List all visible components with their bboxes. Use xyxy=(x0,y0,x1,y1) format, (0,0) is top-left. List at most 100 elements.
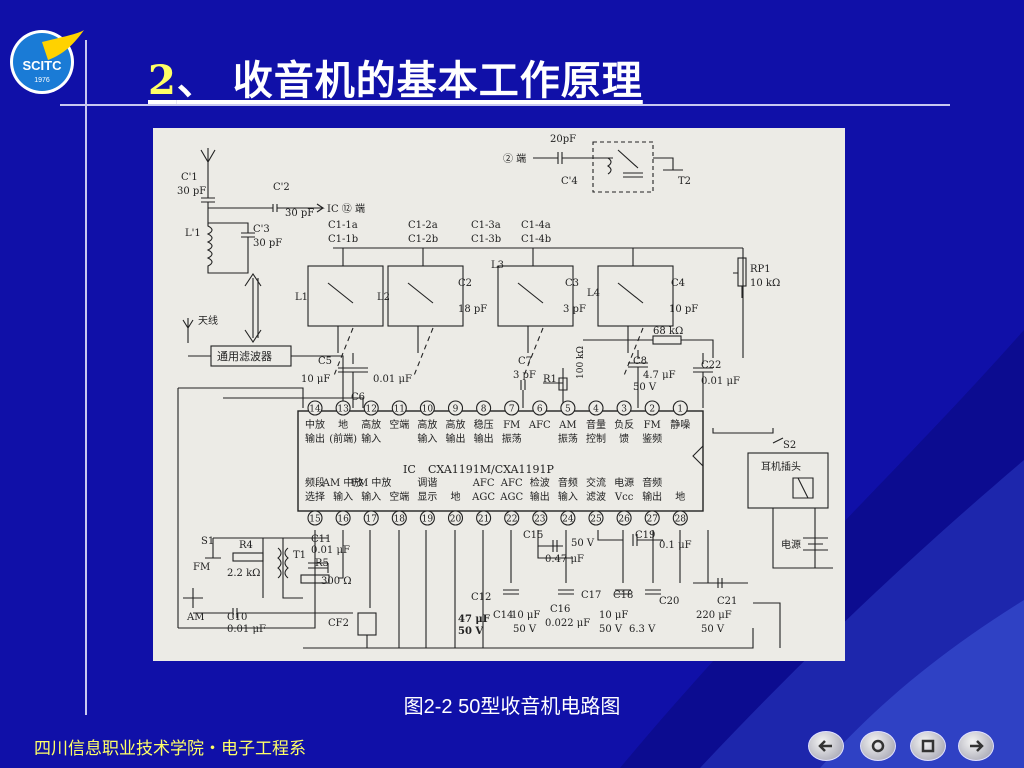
back-button[interactable] xyxy=(808,731,844,761)
bottom-pin-circle xyxy=(335,510,351,526)
title-number: 2 xyxy=(148,57,177,104)
bottom-pin-number: 23 xyxy=(534,515,546,525)
label-l4: L4 xyxy=(587,288,600,299)
label-c1bb: C1-1b xyxy=(328,234,358,245)
pin-function-label: 调谐 xyxy=(417,477,437,489)
label-c21: C21 xyxy=(717,596,737,607)
label-c16: C16 xyxy=(550,604,570,615)
label-c19: C19 xyxy=(635,530,655,541)
top-pin-number: 1 xyxy=(677,405,683,415)
bottom-pin-circle xyxy=(588,510,604,526)
label-c2bb: C1-2b xyxy=(408,234,438,245)
ic-model: CXA1191M/CXA1191P xyxy=(428,463,555,476)
vertical-rule xyxy=(85,40,87,715)
label-c3: C3 xyxy=(565,278,579,289)
label-c2v: 18 pF xyxy=(458,304,487,315)
label-c11: C11 xyxy=(311,534,331,545)
pin-function-label: AGC xyxy=(499,492,523,503)
label-c11v: 0.01 μF xyxy=(311,545,350,556)
pin-function-label: 输出 xyxy=(446,432,466,445)
pin-function-label: FM 中放 xyxy=(351,476,391,489)
label-r1v: 100 kΩ xyxy=(576,346,586,379)
pin-function-label: 地 xyxy=(675,490,685,503)
label-c12v: 47 μF xyxy=(458,614,490,625)
logo-text: SCITC xyxy=(23,58,63,73)
top-pin-circle xyxy=(644,400,660,416)
top-pin-number: 6 xyxy=(537,405,543,415)
label-c7: C7 xyxy=(518,356,532,367)
label-l2: L2 xyxy=(377,292,390,303)
pin-function-label: 频段 xyxy=(305,476,325,489)
pin-function-label: 选择 xyxy=(305,490,325,503)
label-c8vv: 50 V xyxy=(633,382,657,393)
label-c6: C6 xyxy=(351,392,365,403)
top-pin-circle xyxy=(504,400,520,416)
bottom-pin-circle xyxy=(672,510,688,526)
figure-caption: 图2-2 50型收音机电路图 xyxy=(403,696,621,718)
label-c21v: 220 μF xyxy=(696,610,732,621)
top-pin-circle xyxy=(588,400,604,416)
label-c4bb: C1-4b xyxy=(521,234,551,245)
label-c12vv: 50 V xyxy=(458,626,483,637)
top-pin-circle xyxy=(363,400,379,416)
pin-function-label: 鉴频 xyxy=(642,432,662,445)
pin-function-label: 空端 xyxy=(389,418,409,431)
label-c3p-val: 30 pF xyxy=(253,238,282,249)
label-c10: C10 xyxy=(227,612,247,623)
pin-function-label: 输入 xyxy=(558,490,578,503)
label-rp1v: 10 kΩ xyxy=(750,278,780,289)
top-pin-circle xyxy=(391,400,407,416)
label-t1: T1 xyxy=(293,550,306,561)
pin-function-label: 馈 xyxy=(619,432,629,445)
pin-function-label: 负反 xyxy=(614,418,634,431)
label-r4v: 2.2 kΩ xyxy=(227,568,260,579)
label-pin2: ② 端 xyxy=(503,152,526,165)
label-am: AM xyxy=(186,612,204,623)
bottom-pin-circle xyxy=(616,510,632,526)
pin-function-label: 振荡 xyxy=(558,432,578,445)
label-antenna: 天线 xyxy=(198,314,218,327)
bottom-pin-number: 22 xyxy=(506,515,517,525)
label-c2p-val: 30 pF xyxy=(285,208,314,219)
stop-icon xyxy=(921,739,935,753)
label-c16v: 0.022 μF xyxy=(545,618,590,629)
forward-icon xyxy=(970,740,984,752)
title-text: 、 收音机的基本工作原理 xyxy=(176,57,643,104)
pin-function-label: AM xyxy=(558,420,576,431)
top-pin-number: 10 xyxy=(422,405,434,415)
pin-function-label: 输出 xyxy=(530,490,550,503)
pin-function-label: 电源 xyxy=(614,476,634,489)
label-c18: C18 xyxy=(613,590,633,601)
label-l1: L1 xyxy=(295,292,308,303)
logo-year: 1976 xyxy=(34,77,50,84)
pin-function-label: AM 中放 xyxy=(322,476,364,489)
forward-button[interactable] xyxy=(958,731,994,761)
pin-function-label: 显示 xyxy=(417,491,437,503)
label-c4: C4 xyxy=(671,278,685,289)
label-c6v: 0.01 μF xyxy=(373,374,412,385)
pin-function-label: 地 xyxy=(451,490,461,503)
label-c14: C14 xyxy=(493,610,513,621)
label-c15: C15 xyxy=(523,530,543,541)
label-c3p: C'3 xyxy=(253,224,270,235)
label-c15vv: 0.47 μF xyxy=(545,554,584,565)
label-r5v: 300 Ω xyxy=(321,576,352,587)
label-c3bb: C1-3b xyxy=(471,234,501,245)
label-l3: L3 xyxy=(491,260,504,271)
pin-function-label: 音量 xyxy=(586,418,606,431)
home-button[interactable] xyxy=(860,731,896,761)
label-c7v: 3 pF xyxy=(513,370,536,381)
slide-title: 2、 收音机的基本工作原理 xyxy=(148,48,643,106)
pin-function-label: 中放 xyxy=(305,418,325,431)
label-r68k: 68 kΩ xyxy=(653,326,683,337)
label-c3ab: C1-3a xyxy=(471,220,501,231)
label-c12: C12 xyxy=(471,592,491,603)
label-c1p: C'1 xyxy=(181,172,198,183)
pin-function-label: 音频 xyxy=(642,476,662,489)
stop-button[interactable] xyxy=(910,731,946,761)
pin-function-label: 输入 xyxy=(417,432,437,445)
label-r4: R4 xyxy=(239,540,253,551)
top-pin-number: 4 xyxy=(593,405,599,415)
